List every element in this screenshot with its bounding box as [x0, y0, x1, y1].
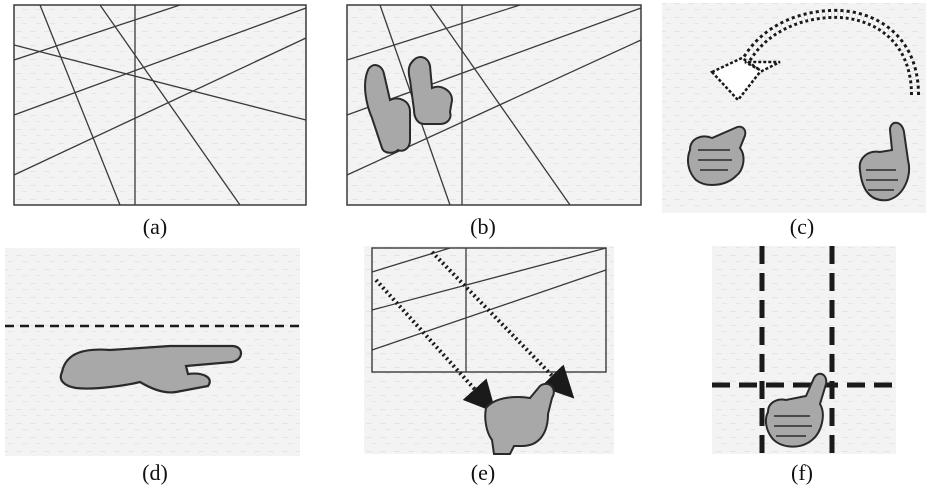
panel-a-frame: [13, 4, 307, 206]
flat-hand-icon: [59, 344, 243, 394]
panel-f: [712, 246, 896, 454]
panel-b: [346, 4, 642, 206]
caption-a: (a): [142, 214, 168, 239]
caption-e: (e): [470, 460, 496, 485]
dotted-arrow-icon: [374, 250, 575, 413]
caption-b: (b): [470, 214, 496, 239]
panel-e: [364, 246, 614, 455]
caption-d: (d): [142, 460, 168, 485]
caption-c: (c): [789, 214, 815, 239]
pointing-hand-icon: [484, 382, 555, 455]
panel-a-grid-lines: [13, 4, 307, 206]
panel-f-dashed-lines: [712, 246, 896, 454]
panel-a: [13, 4, 307, 206]
thumb-hand-icon: [764, 372, 828, 448]
panel-b-frame: [346, 4, 642, 206]
thumb-hand-icon: [858, 121, 910, 202]
panel-d: [5, 248, 300, 456]
panel-c: [662, 3, 926, 213]
thumb-hand-icon: [687, 125, 747, 186]
pointing-hand-icon: [364, 56, 454, 154]
rotate-arrow-icon: [709, 8, 920, 102]
caption-f: (f): [791, 460, 813, 485]
